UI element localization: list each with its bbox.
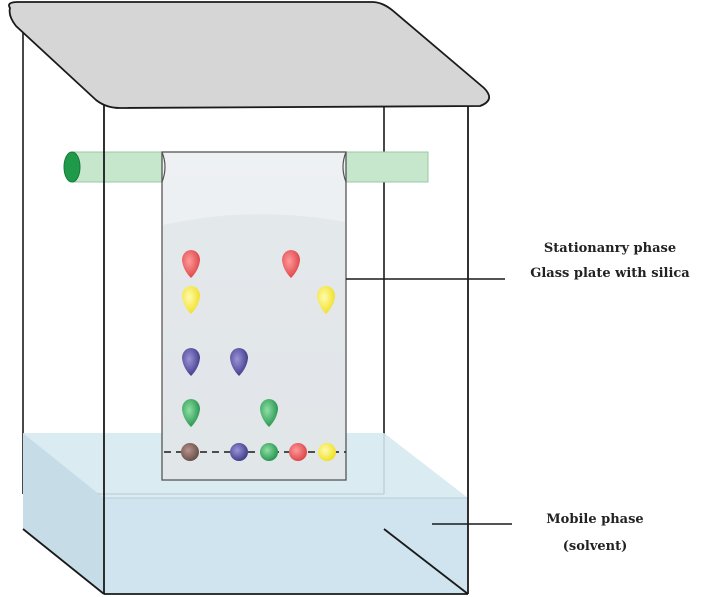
sample-spots (181, 249, 336, 461)
solvent-front-face (104, 498, 468, 594)
glass-plate-label: Glass plate with silica (530, 266, 690, 281)
solvent-label: (solvent) (562, 539, 628, 554)
baseline-spot-brown (181, 443, 199, 461)
blue-spot-middle (230, 348, 248, 376)
tank-left-bottom-edge (22, 528, 105, 595)
solvent-left-face (23, 433, 104, 594)
rod-end (63, 151, 81, 183)
plate-top-fold-right (342, 151, 347, 183)
yellow-spot-right (317, 286, 335, 314)
green-spot-right (260, 399, 278, 427)
tank-front (22, 100, 469, 595)
red-spot-right (281, 249, 300, 278)
baseline-spot-red (289, 443, 307, 461)
green-spot-left (182, 399, 200, 427)
tank-right-bottom-edge (383, 528, 469, 595)
baseline-spot-yellow (318, 443, 336, 461)
baseline-spot-blue (230, 443, 248, 461)
tank-lid (8, 1, 490, 109)
mobile-phase-label: Mobile phase (546, 512, 644, 527)
tlc-plate (161, 151, 347, 481)
stationary-phase-label: Stationanry phase (543, 241, 677, 256)
blue-spot-left (182, 348, 200, 376)
plate-top-fold (161, 151, 166, 183)
yellow-spot-left (182, 286, 200, 314)
baseline-spot-green (260, 443, 278, 461)
plate-wet-region (163, 214, 345, 479)
red-spot-left (182, 250, 200, 278)
